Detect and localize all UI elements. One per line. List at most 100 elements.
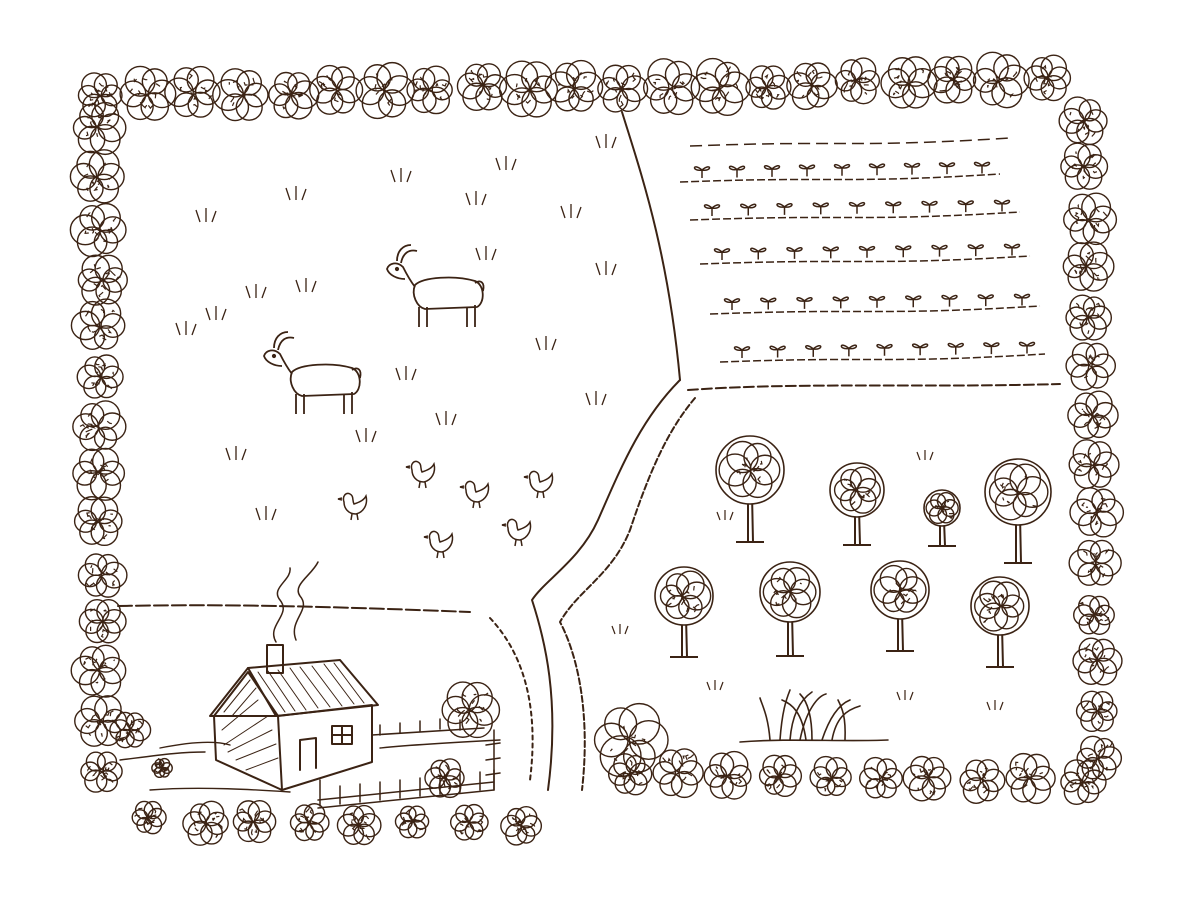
seedling (895, 245, 912, 258)
seedling (796, 297, 813, 309)
hedge-bush (745, 65, 792, 110)
seedling (1018, 341, 1036, 354)
grass-tuft (435, 411, 457, 426)
seedling (733, 346, 751, 358)
hedge-bush (69, 202, 127, 258)
pasture-region (175, 134, 617, 559)
bush (151, 757, 173, 779)
garden-orchard-divider (687, 383, 1061, 391)
seedling (769, 345, 786, 358)
hedge-bush (78, 598, 127, 644)
grass-tuft (195, 208, 217, 223)
seedling (905, 295, 922, 308)
chicken (405, 460, 436, 489)
seedling (693, 166, 711, 178)
grass-tuft (475, 246, 497, 261)
seedling (776, 203, 793, 215)
seedling (786, 247, 803, 259)
seedling (798, 164, 816, 177)
grass-tufts (175, 134, 617, 521)
seedling (876, 343, 893, 356)
hedge-bush (406, 65, 453, 115)
crop-row (709, 293, 1041, 315)
hedge-bush (1076, 735, 1123, 781)
hedge-bush (355, 61, 415, 120)
hedge-bush (72, 400, 127, 452)
hedge-bush (131, 800, 167, 835)
hedge-bush (1069, 487, 1125, 538)
cottage-gable (213, 671, 283, 791)
grass-tuft (535, 336, 557, 351)
grass-tuft (395, 366, 417, 381)
grass-tuft (896, 690, 914, 701)
hedge-bush (70, 644, 127, 698)
seedling (805, 345, 822, 357)
pasture-homestead-divider (117, 604, 471, 613)
chicken (501, 518, 532, 547)
hedge-bush (703, 750, 752, 800)
grass-tuft (245, 284, 267, 299)
seedling (703, 204, 721, 216)
path-right-edge (559, 397, 696, 791)
yard-ground (119, 739, 501, 793)
hedge-bush (758, 754, 803, 798)
seedling (868, 295, 886, 308)
hedge-bush (77, 254, 128, 306)
grass-tuft (716, 510, 734, 521)
seedling (832, 296, 849, 309)
grass-tuft (916, 450, 934, 461)
grass-tuft (175, 321, 197, 336)
grass-tuft (595, 134, 617, 149)
grass-tuft (255, 506, 277, 521)
hedge-bush (119, 65, 177, 121)
garden-bed-edge (689, 137, 1011, 147)
tree-canopy (718, 440, 781, 499)
hedge-bush (232, 800, 277, 844)
seedling (822, 246, 839, 259)
cottage (209, 561, 379, 791)
bush (424, 758, 465, 799)
hedge-bush (69, 149, 125, 204)
homestead-region (109, 561, 501, 809)
hedge-bush (959, 759, 1006, 804)
seedling (848, 201, 866, 214)
hedge-bush (1068, 539, 1122, 586)
hedge-bush (1023, 54, 1072, 102)
hedge-bush (394, 805, 430, 839)
hedge-bush (309, 64, 364, 115)
region-dividers (117, 111, 1061, 613)
seedling (728, 165, 746, 178)
hedge-bush (597, 64, 649, 113)
seedling (1013, 293, 1031, 306)
grass-tuft (285, 186, 307, 201)
grass-tuft (611, 624, 629, 635)
hedge-bush (456, 63, 508, 112)
crop-row (689, 199, 1021, 221)
fruit-tree (923, 489, 961, 547)
seedling (750, 247, 767, 260)
grass-tuft (595, 261, 617, 276)
cottage-roof (209, 659, 379, 717)
seedling (903, 162, 921, 175)
hedge-border (69, 51, 1125, 846)
grass-tuft (465, 191, 487, 206)
hedge-bush (927, 55, 977, 104)
grass-tuft (355, 428, 377, 443)
hedge-bush (500, 806, 543, 846)
hedge-bush (902, 755, 952, 802)
hedge-bush (880, 56, 938, 109)
seedling (760, 297, 777, 310)
tree-canopy (659, 570, 712, 620)
hedge-bush (1065, 342, 1117, 391)
chicken (423, 530, 454, 559)
seedling (858, 245, 876, 258)
hedge-bush (73, 496, 123, 547)
hedge-bush (72, 101, 127, 156)
hedge-bush (498, 60, 559, 118)
grass-tuft (390, 168, 412, 183)
hedge-bush (1060, 759, 1107, 806)
fruit-tree (829, 462, 885, 546)
chicken (523, 470, 554, 499)
crop-row (699, 243, 1031, 265)
